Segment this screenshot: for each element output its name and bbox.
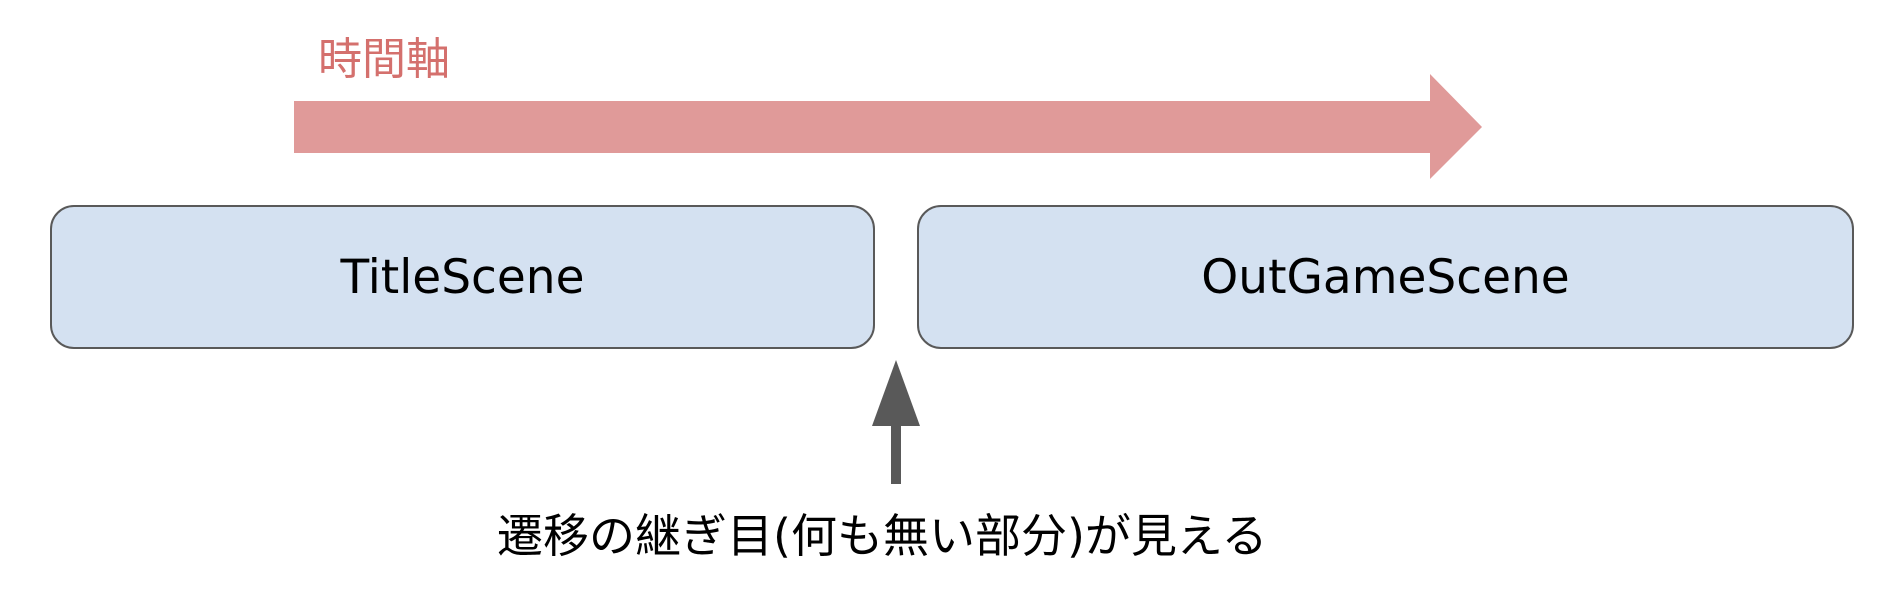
seam-caption: 遷移の継ぎ目(何も無い部分)が見える <box>497 509 1268 563</box>
outgame-scene-label: OutGameScene <box>1201 249 1570 305</box>
title-scene-label: TitleScene <box>340 249 585 305</box>
title-scene-box: TitleScene <box>50 205 875 349</box>
seam-pointer-head <box>872 360 920 426</box>
timeline-label: 時間軸 <box>318 34 450 85</box>
seam-pointer-arrow <box>872 360 920 484</box>
timeline-arrow <box>294 74 1482 179</box>
seam-pointer-shaft <box>891 424 901 484</box>
outgame-scene-box: OutGameScene <box>917 205 1854 349</box>
